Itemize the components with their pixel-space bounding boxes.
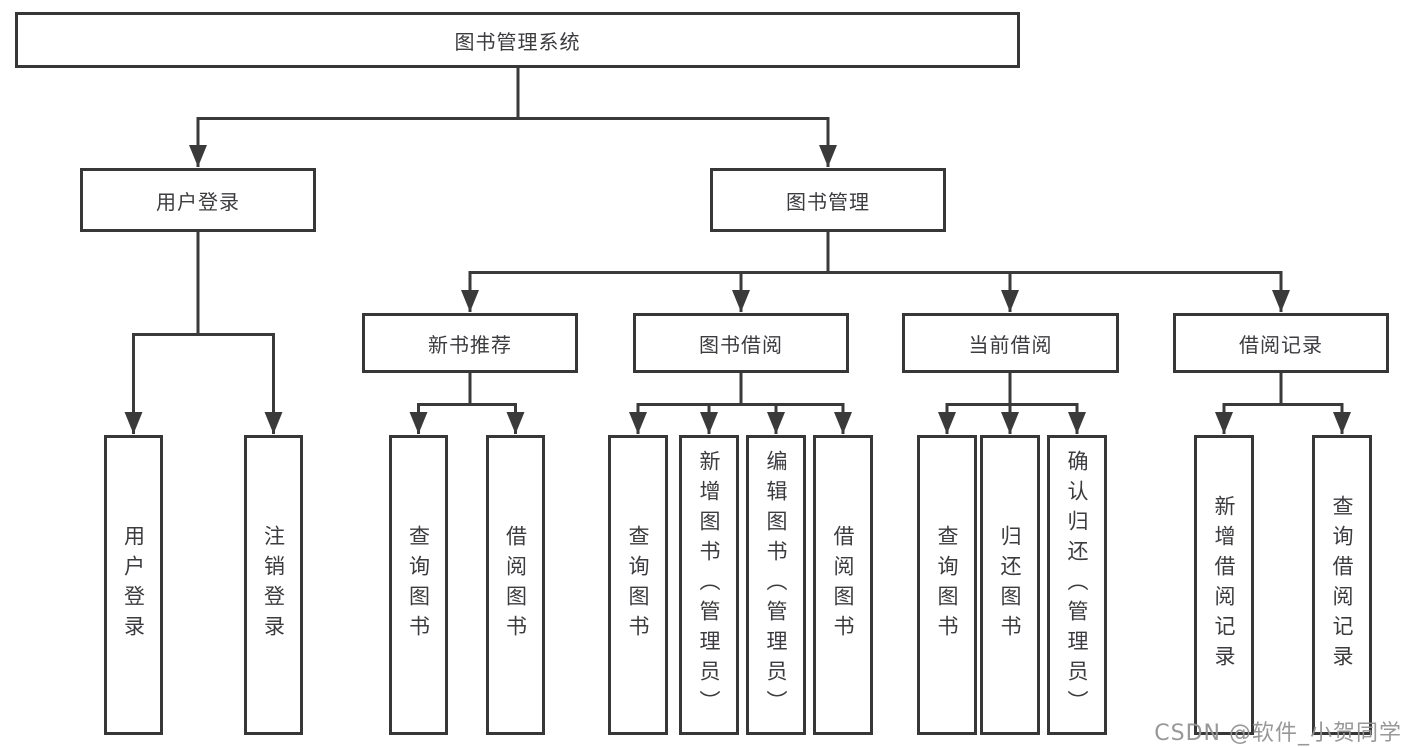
node-label: 新增借阅记录 <box>1212 495 1237 675</box>
node-label: 编辑图书（管理员） <box>764 450 789 720</box>
node-module-book-borrow: 图书借阅 <box>633 313 849 373</box>
leaf-current-confirm-return-admin: 确认归还（管理员） <box>1047 435 1107 735</box>
leaf-borrow-borrow-books: 借阅图书 <box>813 435 873 735</box>
node-label: 借阅记录 <box>1239 332 1323 357</box>
leaf-borrow-edit-books-admin: 编辑图书（管理员） <box>746 435 806 735</box>
node-label: 用户登录 <box>156 189 240 214</box>
leaf-records-query-record: 查询借阅记录 <box>1312 435 1372 735</box>
node-label: 借阅图书 <box>503 525 528 645</box>
node-label: 图书借阅 <box>699 332 783 357</box>
leaf-newbook-borrow-books: 借阅图书 <box>486 435 545 735</box>
node-module-current-borrow: 当前借阅 <box>902 313 1119 373</box>
node-label: 查询图书 <box>406 525 431 645</box>
leaf-borrow-query-books: 查询图书 <box>608 435 668 735</box>
leaf-user-login: 用户登录 <box>104 435 163 735</box>
node-label: 新书推荐 <box>428 332 512 357</box>
node-root-system: 图书管理系统 <box>15 12 1020 68</box>
node-label: 归还图书 <box>998 525 1023 645</box>
node-label: 图书管理 <box>786 189 870 214</box>
node-label: 注销登录 <box>261 525 286 645</box>
node-branch-user-login: 用户登录 <box>80 168 316 232</box>
node-label: 当前借阅 <box>968 332 1053 357</box>
node-label: 用户登录 <box>121 525 146 645</box>
node-module-new-book: 新书推荐 <box>362 313 578 373</box>
node-label: 借阅图书 <box>831 525 856 645</box>
leaf-newbook-query-books: 查询图书 <box>389 435 448 735</box>
node-branch-book-management: 图书管理 <box>710 168 946 232</box>
csdn-watermark: CSDN @软件_小贺同学 <box>1154 721 1402 746</box>
node-label: 查询借阅记录 <box>1330 495 1355 675</box>
node-label: 查询图书 <box>626 525 651 645</box>
leaf-logout: 注销登录 <box>244 435 303 735</box>
node-label: 查询图书 <box>935 525 960 645</box>
node-label: 图书管理系统 <box>454 29 581 54</box>
node-module-borrow-records: 借阅记录 <box>1173 313 1389 373</box>
leaf-records-add-record: 新增借阅记录 <box>1194 435 1254 735</box>
leaf-current-return-books: 归还图书 <box>980 435 1040 735</box>
leaf-borrow-add-books-admin: 新增图书（管理员） <box>679 435 739 735</box>
node-label: 新增图书（管理员） <box>697 450 722 720</box>
leaf-current-query-books: 查询图书 <box>917 435 977 735</box>
node-label: 确认归还（管理员） <box>1065 450 1090 720</box>
